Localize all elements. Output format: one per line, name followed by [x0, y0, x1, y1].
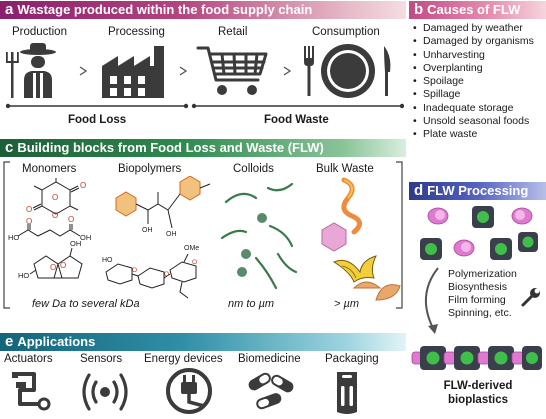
svg-text:O: O — [132, 267, 137, 274]
svg-text:O: O — [60, 261, 66, 270]
processing-step: Spinning, etc. — [448, 307, 512, 319]
oh-label: OH — [70, 239, 81, 248]
actuator-icon — [12, 372, 51, 411]
causes-list: Damaged by weather Damaged by organisms … — [413, 22, 546, 142]
cause-item: Overplanting — [413, 62, 546, 75]
column-biopolymers-label: Biopolymers — [118, 163, 182, 175]
cause-item: Unsold seasonal foods — [413, 115, 546, 128]
bulk-waste-icon — [321, 177, 401, 301]
bioplastics-result-line: bioplastics — [447, 394, 509, 406]
plug-icon — [166, 368, 212, 414]
arrow-icon — [179, 66, 188, 76]
cause-item: Plate waste — [413, 128, 546, 141]
scale-monomers-label: few Da to several kDa — [32, 298, 140, 310]
panel-d-letter: d — [414, 182, 424, 199]
svg-text:O: O — [52, 211, 58, 220]
svg-text:O: O — [26, 205, 32, 214]
sensor-icon — [82, 373, 128, 411]
building-block-cubes — [420, 206, 538, 260]
food-loss-label: Food Loss — [68, 114, 127, 126]
cause-item: Unharvesting — [413, 49, 546, 62]
processing-step: Biosynthesis — [448, 281, 507, 293]
panel-d-title: FLW Processing — [427, 183, 529, 198]
column-colloids-label: Colloids — [233, 163, 274, 175]
panel-e-letter: e — [5, 333, 14, 350]
plate-cutlery-icon — [304, 44, 391, 98]
cause-item: Spillage — [413, 88, 546, 101]
scale-bulk-label: > µm — [334, 298, 359, 310]
panel-a-title: Wastage produced within the food supply … — [17, 2, 313, 17]
arrow-icon — [79, 66, 88, 76]
svg-text:O: O — [26, 217, 32, 226]
ho-label: HO — [8, 233, 19, 242]
wrench-icon — [521, 288, 540, 307]
panel-b-letter: b — [414, 1, 424, 18]
scale-colloids-label: nm to µm — [228, 298, 275, 310]
shopping-cart-icon — [196, 46, 268, 95]
application-energy-label: Energy devices — [144, 353, 223, 365]
bioplastics-result-label: FLW-derived bioplastics — [410, 379, 546, 407]
cause-item: Damaged by weather — [413, 22, 546, 35]
application-sensors-label: Sensors — [80, 353, 123, 365]
ome-label: OMe — [184, 245, 199, 252]
panel-c-title: Building blocks from Food Loss and Waste… — [17, 140, 324, 155]
ho-label: HO — [102, 257, 113, 264]
svg-text:O: O — [80, 181, 86, 190]
application-biomedicine-label: Biomedicine — [238, 353, 301, 365]
column-bulk-waste-label: Bulk Waste — [316, 163, 374, 175]
building-blocks-bracket — [3, 161, 403, 309]
bioplastic-chain — [411, 346, 542, 370]
cause-item: Damaged by organisms — [413, 35, 546, 48]
svg-text:O: O — [50, 263, 56, 272]
farmer-icon — [6, 43, 56, 98]
stage-retail-label: Retail — [218, 26, 248, 38]
stage-production-label: Production — [12, 26, 67, 38]
cause-item: Inadequate storage — [413, 102, 546, 115]
supply-chain-brackets — [6, 103, 404, 109]
ho-label: HO — [18, 271, 29, 280]
processing-arrow-icon — [424, 267, 439, 334]
processing-step: Polymerization — [448, 268, 517, 280]
stage-processing-label: Processing — [108, 26, 165, 38]
application-packaging-label: Packaging — [325, 353, 379, 365]
processing-steps-list: Polymerization Biosynthesis Film forming… — [448, 268, 517, 320]
oh-label: OH — [142, 227, 153, 234]
application-actuators-label: Actuators — [4, 353, 53, 365]
oh-label: OH — [80, 233, 91, 242]
svg-text:O: O — [68, 215, 74, 224]
column-monomers-label: Monomers — [22, 163, 77, 175]
food-waste-label: Food Waste — [264, 114, 329, 126]
stage-consumption-label: Consumption — [312, 26, 380, 38]
colloid-particles — [220, 182, 298, 290]
oh-label: OH — [166, 231, 177, 238]
bioplastics-result-line: FLW-derived — [443, 380, 513, 392]
arrow-icon — [283, 66, 292, 76]
svg-text:O: O — [52, 193, 58, 202]
svg-text:O: O — [164, 271, 169, 278]
panel-a-letter: a — [5, 1, 14, 18]
factory-icon — [102, 46, 164, 98]
pills-icon — [248, 372, 294, 410]
panel-e-title: Applications — [17, 334, 96, 349]
panel-b-title: Causes of FLW — [427, 2, 521, 17]
package-bag-icon — [337, 372, 357, 414]
monomer-structures: O O O O O O O O HO OH HO OH — [8, 178, 91, 280]
cause-item: Spoilage — [413, 75, 546, 88]
biopolymer-structures: OH OH O O O HO OMe — [102, 176, 211, 299]
panel-c-letter: c — [5, 139, 14, 156]
processing-step: Film forming — [448, 294, 506, 306]
svg-text:O: O — [192, 259, 197, 266]
